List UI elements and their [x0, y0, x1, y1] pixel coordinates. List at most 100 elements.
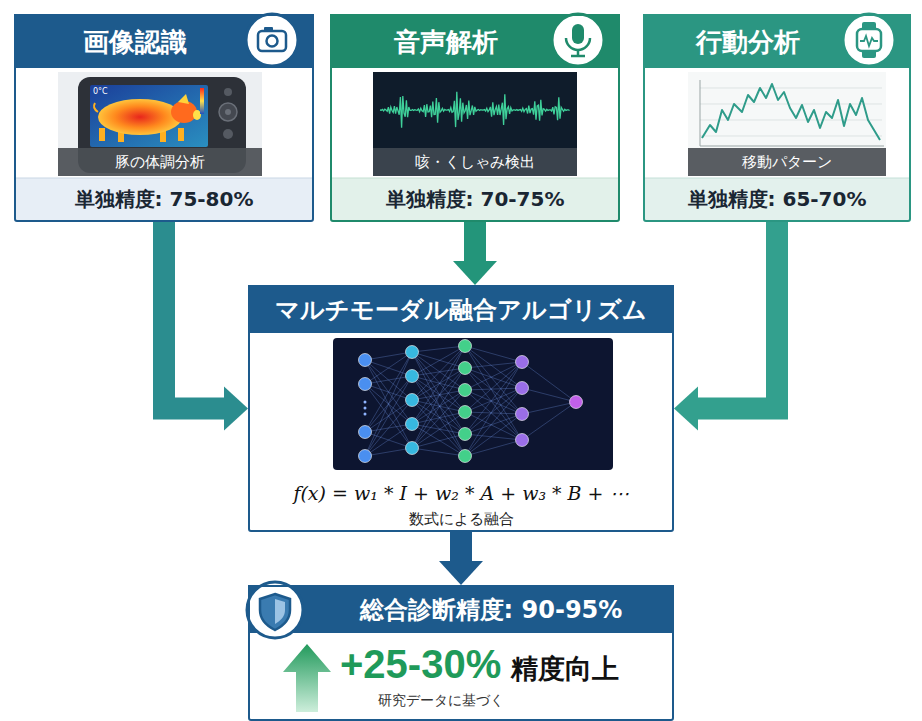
network-link [465, 414, 522, 434]
gain-label: 精度向上 [511, 644, 619, 694]
image-ground [373, 72, 577, 176]
ellipsis-dot [364, 413, 367, 416]
formula-caption: 数式による融合 [250, 508, 672, 530]
neuron [516, 408, 529, 421]
pig-ear [178, 94, 189, 104]
network-link [365, 352, 412, 456]
shield-symbol [275, 599, 285, 624]
up-arrow-icon [283, 644, 331, 712]
arrow-head [439, 561, 483, 585]
movement-chart-illustration [688, 72, 886, 176]
network-link [465, 412, 522, 414]
panel-header: 総合診断精度: 90-95% [250, 587, 672, 633]
panel-header: マルチモーダル融合アルゴリズム [250, 287, 672, 333]
ellipsis-dot [364, 407, 367, 410]
sound-wave [380, 92, 570, 128]
network-link [465, 412, 522, 440]
pig-leg [99, 128, 105, 141]
network-link [412, 368, 465, 448]
gain-row: +25-30%精度向上 [250, 639, 672, 689]
microphone-symbol [571, 55, 585, 58]
network-link [522, 388, 576, 402]
icon-circle [247, 582, 303, 638]
watch-symbol [857, 29, 881, 51]
network-link [412, 448, 465, 456]
image-caption: 移動パターン [688, 148, 886, 176]
watch-symbol [860, 36, 878, 46]
ellipsis-dot [364, 401, 367, 404]
neuron [459, 406, 472, 419]
up-arrow [283, 644, 331, 712]
neuron [406, 394, 419, 407]
arrow-head [453, 261, 497, 285]
neuron [459, 450, 472, 463]
neuron [516, 382, 529, 395]
flow-arrow [439, 532, 483, 585]
network-link [465, 362, 522, 368]
network-link [365, 424, 412, 456]
image-ground [58, 72, 262, 176]
camera-button [225, 109, 231, 115]
network-link [412, 400, 465, 412]
network-link [522, 362, 576, 402]
network-link [465, 362, 522, 456]
flow-arrow [674, 222, 777, 431]
icon-circle [843, 14, 895, 66]
network-link [465, 346, 522, 388]
network-link [465, 368, 522, 388]
source-panel: 音声解析咳・くしゃみ検出単独精度: 70-75% [330, 14, 620, 222]
panel-header: 画像認識 [16, 16, 312, 68]
caption-ground [688, 148, 886, 176]
network-link [412, 352, 465, 456]
pig-snout [193, 110, 201, 120]
accuracy-band [332, 178, 618, 220]
grid-line [700, 136, 882, 137]
chart-axis [700, 80, 701, 146]
network-link [365, 352, 412, 360]
accuracy-value: 単独精度: 70-75% [332, 178, 618, 220]
watch-icon [843, 14, 895, 66]
fusion-panel: マルチモーダル融合アルゴリズムf(x) = w₁ * I + w₂ * A + … [248, 285, 674, 532]
pig-head [171, 101, 197, 123]
accuracy-band [645, 178, 909, 220]
network-link [412, 434, 465, 448]
network-link [412, 412, 465, 424]
network-link [412, 346, 465, 400]
network-link [412, 346, 465, 352]
panel-header-bands [14, 14, 911, 633]
pig-tail [94, 103, 98, 112]
neuron [516, 356, 529, 369]
header-band [330, 14, 620, 68]
network-link [465, 368, 522, 414]
grid-line [700, 88, 882, 89]
microphone-icon [552, 14, 604, 66]
temperature-readout: 0°C [93, 87, 108, 97]
source-note: 研究データに基づく [250, 689, 672, 711]
thermal-camera-illustration [58, 72, 262, 176]
movement-line [702, 84, 880, 140]
neuron [406, 418, 419, 431]
network-link [365, 376, 412, 384]
microphone-symbol [572, 24, 584, 44]
network-link [465, 388, 522, 456]
network-link [365, 448, 412, 456]
image-caption: 咳・くしゃみ検出 [373, 148, 577, 176]
neuron [459, 340, 472, 353]
gain-value: +25-30% [340, 639, 501, 689]
network-link [412, 412, 465, 448]
accuracy-value: 単独精度: 75-80% [16, 178, 312, 220]
icon-circle [246, 14, 298, 66]
network-link [465, 362, 522, 412]
neuron [359, 450, 372, 463]
band-rule [645, 178, 909, 179]
neural-network-illustration [333, 338, 613, 470]
panel-header: 行動分析 [645, 16, 909, 68]
flow-arrow [453, 222, 497, 285]
image-caption: 豚の体調分析 [58, 148, 262, 176]
waveform-illustration [373, 72, 577, 176]
network-link [522, 402, 576, 440]
camera-screen [90, 85, 208, 147]
temperature-scale [200, 88, 204, 114]
network-link [412, 368, 465, 424]
